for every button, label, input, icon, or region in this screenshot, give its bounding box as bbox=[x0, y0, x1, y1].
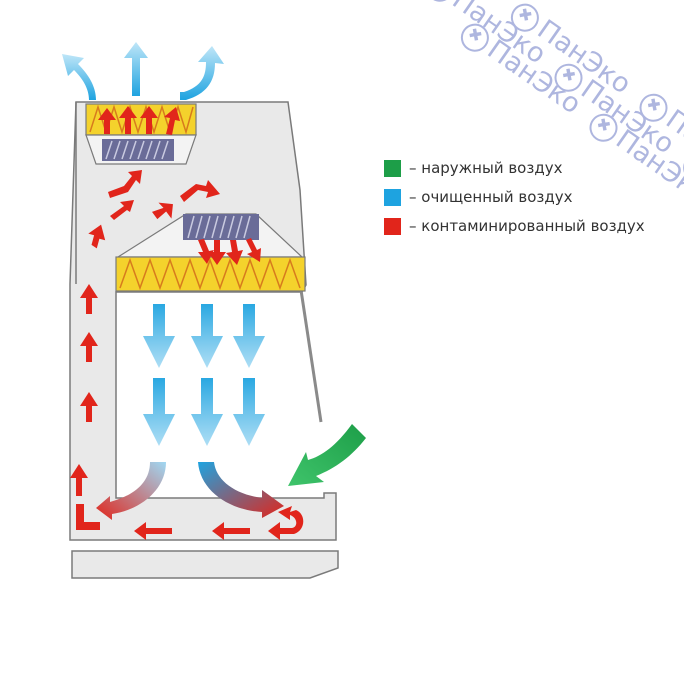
supply-fan-blades bbox=[187, 215, 251, 239]
legend: – наружный воздух – очищенный воздух – к… bbox=[384, 156, 645, 243]
contaminated-air-path bbox=[70, 170, 304, 540]
legend-swatch-blue bbox=[384, 188, 401, 206]
mixing-arrow-right bbox=[198, 462, 284, 518]
legend-item-contaminated-air: – контаминированный воздух bbox=[384, 214, 645, 238]
clean-downflow-arrows bbox=[143, 304, 265, 446]
cabinet-base bbox=[71, 550, 339, 579]
exhaust-red-arrows bbox=[98, 106, 180, 135]
legend-item-outside-air: – наружный воздух bbox=[384, 156, 645, 180]
sash-window bbox=[299, 289, 323, 423]
mixing-arrow-left bbox=[96, 462, 166, 520]
supply-red-arrows bbox=[198, 238, 261, 265]
supply-filter-pleats bbox=[119, 257, 301, 291]
legend-item-clean-air: – очищенный воздух bbox=[384, 185, 645, 209]
legend-label: – контаминированный воздух bbox=[409, 217, 645, 235]
exhaust-clean-arrows bbox=[62, 42, 224, 100]
exhaust-fan bbox=[102, 139, 174, 161]
legend-label: – очищенный воздух bbox=[409, 188, 573, 206]
legend-swatch-red bbox=[384, 217, 401, 235]
outside-air-arrow bbox=[288, 424, 366, 486]
legend-swatch-green bbox=[384, 159, 401, 177]
legend-label: – наружный воздух bbox=[409, 159, 563, 177]
exhaust-fan-blades bbox=[105, 140, 169, 160]
